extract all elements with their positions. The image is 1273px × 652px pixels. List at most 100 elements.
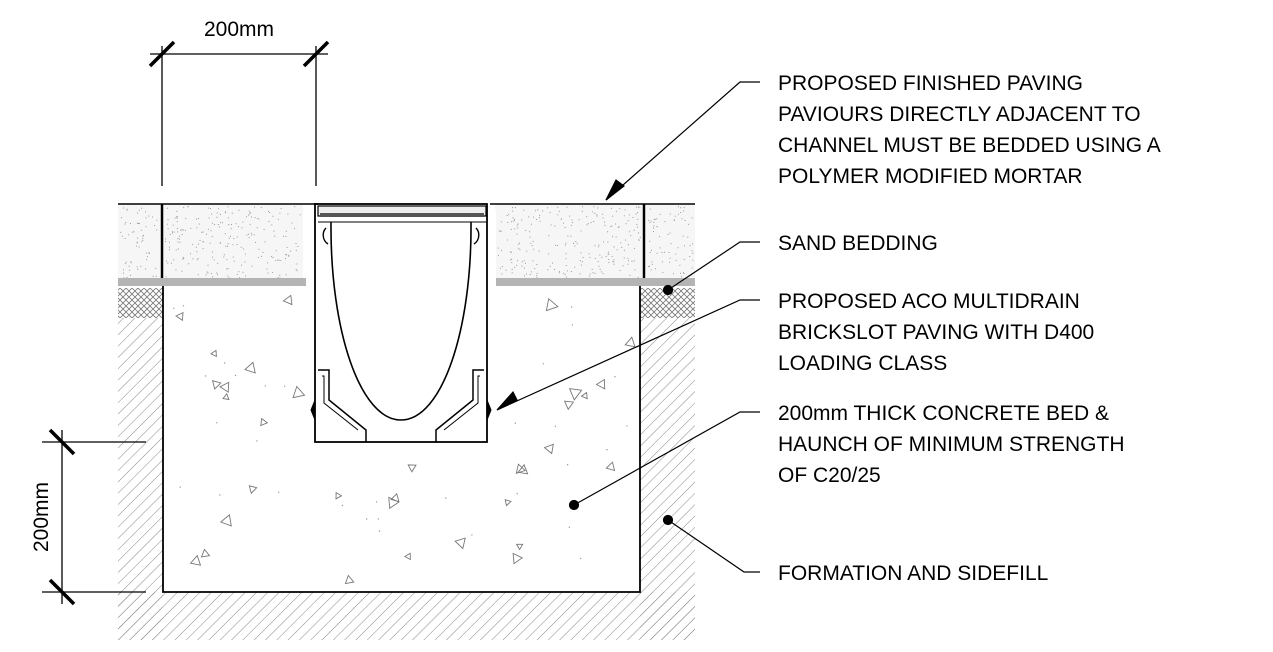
speckle [182, 229, 184, 231]
speckle [137, 268, 139, 270]
speckle [141, 207, 143, 209]
speckle [589, 257, 591, 258]
label-line: 200mm THICK CONCRETE BED & [778, 402, 1109, 425]
speckle [208, 217, 210, 219]
speckle [512, 210, 514, 212]
speckle [146, 259, 148, 261]
speckle [177, 228, 178, 229]
speckle [248, 233, 249, 235]
speckle [181, 234, 183, 236]
speckle [267, 272, 269, 274]
speckle [656, 252, 658, 254]
speckle [600, 271, 602, 273]
speckle [500, 221, 502, 223]
speckle [512, 217, 514, 219]
speckle [514, 219, 516, 221]
speckle [620, 242, 622, 244]
aggregate-dot [179, 486, 181, 488]
speckle [580, 230, 582, 232]
speckle [613, 261, 615, 263]
speckle [211, 236, 213, 237]
speckle [210, 230, 212, 232]
leader-lines [496, 81, 760, 573]
speckle [594, 272, 596, 274]
speckle [618, 226, 620, 228]
speckle [589, 273, 591, 275]
speckle [248, 237, 250, 239]
speckle [532, 260, 534, 262]
speckle [177, 248, 179, 250]
speckle [166, 207, 168, 209]
aggregate-stone [189, 554, 202, 566]
speckle [223, 256, 225, 258]
speckle [269, 212, 271, 213]
speckle [649, 265, 650, 267]
annotation-sand-bedding: SAND BEDDING [778, 232, 938, 255]
speckle [217, 274, 218, 276]
speckle [653, 231, 654, 232]
speckle [663, 251, 665, 253]
speckle [262, 252, 264, 253]
speckle [634, 247, 636, 249]
speckle [175, 249, 177, 251]
speckle [549, 265, 551, 267]
speckle [621, 247, 623, 248]
speckle [659, 247, 661, 249]
speckle [223, 254, 225, 256]
speckle [140, 229, 142, 231]
speckle [683, 259, 685, 260]
speckle [684, 245, 685, 247]
speckle [576, 243, 578, 245]
speckle [232, 244, 234, 246]
speckle [183, 206, 185, 208]
aggregate-dot [377, 518, 379, 520]
aggregate-stone [605, 461, 616, 472]
speckle [681, 218, 683, 220]
aggregate-dot [216, 422, 218, 424]
speckle [539, 217, 540, 219]
speckle [148, 252, 150, 254]
speckle [256, 227, 258, 229]
speckle [677, 206, 679, 208]
speckle [638, 232, 639, 234]
speckle [616, 249, 618, 251]
speckle [165, 241, 166, 243]
speckle [240, 246, 242, 248]
speckle [506, 215, 508, 216]
speckle [141, 241, 143, 243]
aggregate-dot [182, 305, 185, 307]
speckle [132, 231, 134, 233]
speckle [174, 217, 176, 219]
speckle [536, 277, 538, 279]
speckle [580, 264, 582, 266]
speckle [169, 246, 170, 248]
speckle [277, 276, 279, 278]
speckle [648, 220, 650, 221]
speckle [602, 273, 604, 275]
speckle [499, 230, 501, 232]
speckle [228, 237, 230, 239]
speckle [580, 252, 582, 254]
speckle [547, 207, 549, 209]
speckle [498, 230, 500, 232]
aggregate-dot [516, 493, 518, 495]
speckle [588, 253, 590, 255]
speckle [548, 253, 550, 255]
speckle [142, 235, 144, 237]
speckle [592, 272, 594, 274]
speckle [625, 223, 627, 225]
speckle [207, 272, 209, 274]
speckle [569, 215, 571, 217]
speckle [612, 261, 614, 262]
speckle [227, 217, 229, 219]
speckle [510, 228, 512, 230]
aggregate-dot [378, 530, 381, 532]
speckle [567, 235, 569, 237]
speckle [219, 213, 221, 215]
speckle [148, 253, 150, 254]
speckle [669, 232, 671, 234]
speckle [617, 227, 619, 228]
aggregate-stone [219, 381, 230, 393]
formation-sidefill [118, 318, 695, 640]
